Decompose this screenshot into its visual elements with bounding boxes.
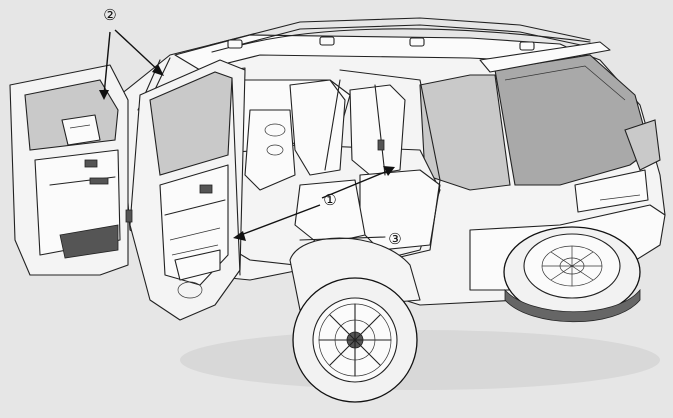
spare-tire [503, 226, 641, 323]
license-plate-area [574, 169, 649, 213]
side-mirror [61, 114, 101, 146]
callout-1-label: ① [323, 191, 336, 209]
spare-tire-tread [504, 288, 641, 323]
rear-door-open [9, 64, 133, 276]
rear-wheel [289, 237, 421, 403]
callout-arrows [99, 29, 395, 241]
front-door-open [129, 59, 246, 321]
front-passenger-seat [289, 79, 346, 176]
front-door-window [149, 71, 233, 176]
ground-shadow [180, 330, 660, 390]
rear-window [494, 54, 651, 186]
callout-1: ① [323, 191, 336, 209]
rear-quarter-window [419, 74, 511, 191]
door-pocket [59, 224, 119, 259]
front-seat-back [349, 84, 406, 176]
callout-3: ③ [388, 230, 401, 248]
callout-3-label: ③ [388, 230, 401, 248]
callout-2-label: ② [103, 6, 116, 24]
callout-2: ② [103, 6, 116, 24]
